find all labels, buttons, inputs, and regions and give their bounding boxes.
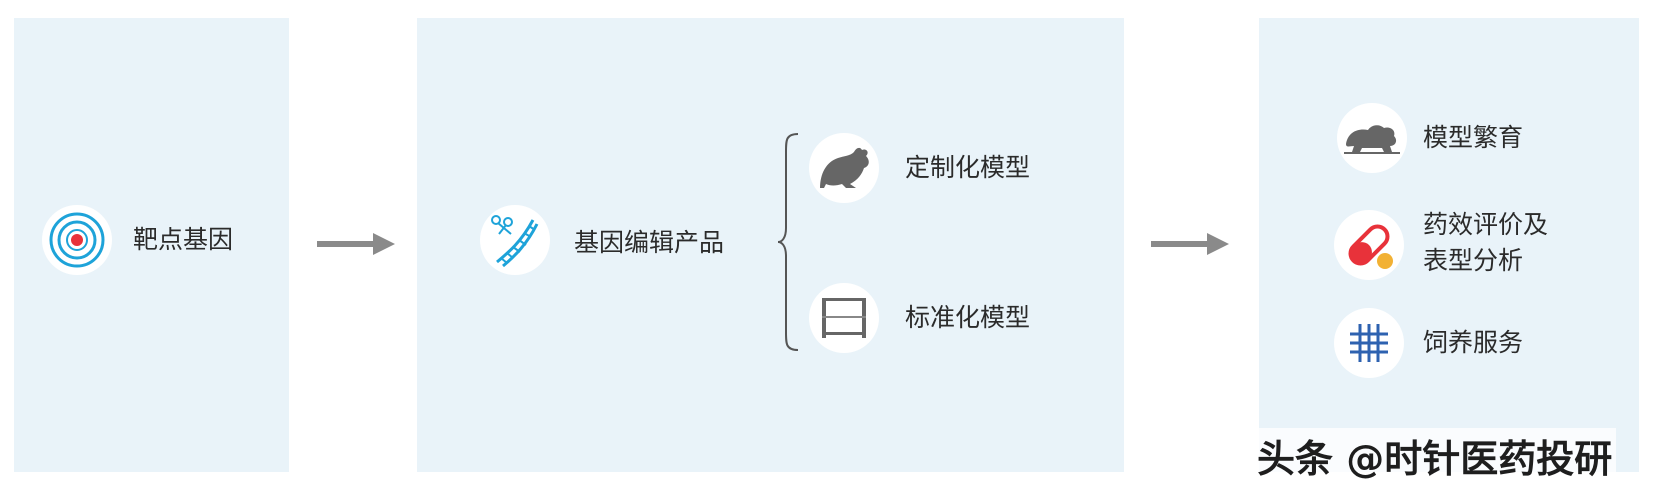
arrow-right-icon	[1151, 233, 1229, 255]
housing-label: 饲养服务	[1423, 328, 1524, 357]
grid-icon	[1334, 308, 1404, 378]
arrow-right-icon	[317, 233, 395, 255]
standard-model-label: 标准化模型	[905, 303, 1031, 332]
stage-panel-services	[1259, 18, 1639, 472]
efficacy-label: 药效评价及 表型分析	[1423, 207, 1548, 280]
watermark: 头条 @时针医药投研	[1253, 428, 1617, 483]
curly-brace-icon	[777, 133, 799, 351]
breeding-label: 模型繁育	[1423, 123, 1524, 152]
efficacy-label-line2: 表型分析	[1423, 246, 1524, 276]
efficacy-label-line1: 药效评价及	[1423, 210, 1549, 239]
dna-icon	[480, 205, 550, 275]
target-icon	[42, 205, 112, 275]
mouse-icon	[809, 133, 879, 203]
stage2-label: 基因编辑产品	[574, 228, 725, 257]
rat-icon	[1337, 103, 1407, 173]
cage-icon	[809, 283, 879, 353]
pill-icon	[1334, 210, 1404, 280]
stage1-label: 靶点基因	[133, 225, 234, 254]
custom-model-label: 定制化模型	[905, 153, 1031, 182]
